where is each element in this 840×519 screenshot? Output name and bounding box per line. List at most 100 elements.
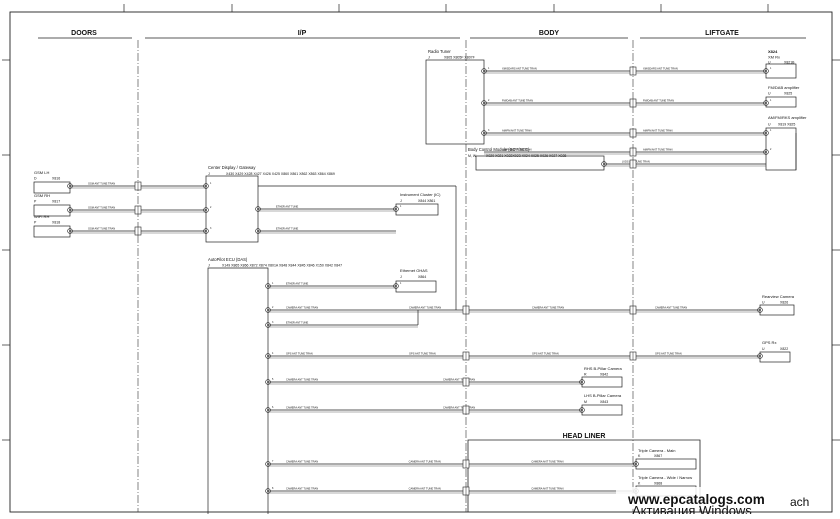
coax-terminal [481, 130, 487, 136]
lhs-bpillar-code: M [584, 400, 587, 404]
autopilot-code: J [208, 264, 210, 268]
wire-label: AM/FM ANT TUNE TRAN [643, 148, 673, 152]
coax-terminal [265, 307, 271, 313]
coax-terminal [481, 68, 487, 74]
pin-label: 2 [488, 99, 490, 102]
center-display-name: Center Display / Gateway [208, 165, 256, 170]
rhs-bpillar-module: RHS B-Pillar Camera R X842 [581, 366, 623, 388]
coax-terminal-core [267, 381, 269, 383]
coax-terminal-core [603, 163, 605, 165]
wire-label: GPS ANT TUNE TRAN [532, 352, 559, 356]
wire-label: ETHER ANT TUNE [276, 227, 299, 231]
wire-label: AM/FM ANT TUNE TRAN [643, 129, 673, 133]
coax-terminal-core [765, 151, 767, 153]
frame-ticks [2, 4, 840, 441]
ethernet-ohas-name: Ethernet OHAS [400, 268, 428, 273]
coax-terminal [265, 488, 271, 494]
triple-main-name: Triple Camera - Main [638, 448, 675, 453]
triple-main-module: Triple Camera - Main K X867 [635, 448, 697, 470]
coax-terminal-core [205, 185, 207, 187]
coax-terminal [203, 207, 209, 213]
coax-terminal-core [267, 490, 269, 492]
coax-terminal [67, 183, 73, 189]
wire-label: CAMERA ANT TUNE TRAN [531, 487, 563, 491]
coax-terminal-core [267, 409, 269, 411]
coax-terminal [579, 379, 585, 385]
watermark-faint: Активация Windows [632, 503, 752, 514]
wire-label: GSM ANT TUNE TRAN [88, 227, 115, 231]
pin-label: 5 [272, 378, 274, 381]
triple-wide-code: K [638, 482, 641, 486]
coax-terminal-core [759, 355, 761, 357]
gps-rx-code: U [762, 347, 765, 351]
coax-terminal-core [581, 381, 583, 383]
wire-label: ETHER ANT TUNE [286, 282, 309, 286]
gps-rx-module: GPS Rx U X822 [759, 340, 791, 363]
lhs-bpillar-connector: X843 [600, 400, 608, 404]
coax-terminal [763, 149, 769, 155]
gsm-rh-name: GSM RH [34, 193, 50, 198]
fm-dab-code: U [768, 92, 771, 96]
lhs-bpillar-name: LHS B-Pillar Camera [584, 393, 622, 398]
wire-label: FM/DAB ANT TUNE TRAN [643, 99, 674, 103]
wire-label: CAMERA ANT TUNE TRAN [531, 460, 563, 464]
wire-label: CAMERA ANT TUNE TRAN [286, 306, 318, 310]
wire-label: GPS ANT TUNE TRAN [655, 352, 682, 356]
gsm-rh-module: GSM RH P X817 [33, 193, 71, 217]
wire-label: GSM ANT TUNE TRAN [88, 206, 115, 210]
section-ip: I/P [298, 30, 307, 37]
wifi-rh-name: WIFI RH [34, 214, 49, 219]
rhs-bpillar-name: RHS B-Pillar Camera [584, 366, 623, 371]
rhs-bpillar-connector: X842 [600, 373, 608, 377]
lhs-bpillar-module: LHS B-Pillar Camera M X843 [581, 393, 623, 416]
coax-terminal-core [69, 209, 71, 211]
am-fm-rks-connector: X819 X825 [778, 123, 795, 127]
watermark: www.epcatalogs.com Активация Windows ach [616, 487, 809, 518]
wire-label: CAMERA ANT TUNE TRAN [443, 406, 475, 410]
coax-terminal [265, 379, 271, 385]
gps-rx-name: GPS Rx [762, 340, 776, 345]
wifi-rh-module: WIFI RH P X818 [33, 214, 71, 238]
autopilot-connectors: X149 X865 X866 X872 X874 X801A X848 X844… [222, 264, 342, 268]
coax-terminal-core [267, 309, 269, 311]
pin-label: 1 [400, 282, 402, 285]
diagram-frame [9, 11, 833, 513]
wire-label: CAMERA ANT TUNE TRAN [286, 460, 318, 464]
pin-label: 6 [272, 406, 274, 409]
pin-label: 8 [272, 487, 274, 490]
rearview-camera-module: Rearview Camera U X826 [759, 294, 795, 316]
triple-wide-name: Triple Camera - Wide / Narrow [638, 475, 692, 480]
section-liftgate: LIFTGATE [705, 30, 739, 37]
wire-label: CAMERA ANT TUNE TRAN [655, 306, 687, 310]
gsm-lh-name: GSM LH [34, 170, 49, 175]
wire-label: CAMERA ANT TUNE TRAN [409, 460, 441, 464]
bcm-module: Body Control Module (BDY/SEC) M, W X020 … [468, 147, 605, 171]
section-body: BODY [539, 30, 560, 37]
ethernet-ohas-module: Ethernet OHAS J X864 [395, 268, 437, 293]
radio-tuner-connectors: X805 X805F X807F [444, 56, 475, 60]
coax-terminal [265, 407, 271, 413]
instrument-cluster-module: Instrument Cluster (IC) J X844 X861 [395, 192, 441, 216]
rhs-bpillar-code: R [584, 373, 587, 377]
head-liner-label: HEAD LINER [563, 433, 606, 440]
coax-terminal-core [395, 285, 397, 287]
radio-tuner-name: Radio Tuner [428, 49, 451, 54]
coax-terminal [393, 206, 399, 212]
pin-label: 2 [210, 206, 212, 209]
autopilot-name: AutoPilot ECU (DAS) [208, 257, 248, 262]
coax-terminal [203, 183, 209, 189]
pin-label: 7 [272, 460, 274, 463]
xm-rx-module: X824 XM Rx U X821B [765, 49, 797, 79]
pin-label: 2 [272, 306, 274, 309]
coax-terminal [255, 228, 261, 234]
instrument-cluster-name: Instrument Cluster (IC) [400, 192, 441, 197]
autopilot-module: AutoPilot ECU (DAS) J X149 X865 X866 X87… [207, 257, 342, 514]
xm-rx-tag: X824 [768, 49, 778, 54]
coax-terminal [265, 353, 271, 359]
coax-terminal [255, 206, 261, 212]
center-display-code: J [208, 172, 210, 176]
gsm-rh-code: P [34, 200, 37, 204]
watermark-site: www.epcatalogs.com [627, 492, 765, 507]
